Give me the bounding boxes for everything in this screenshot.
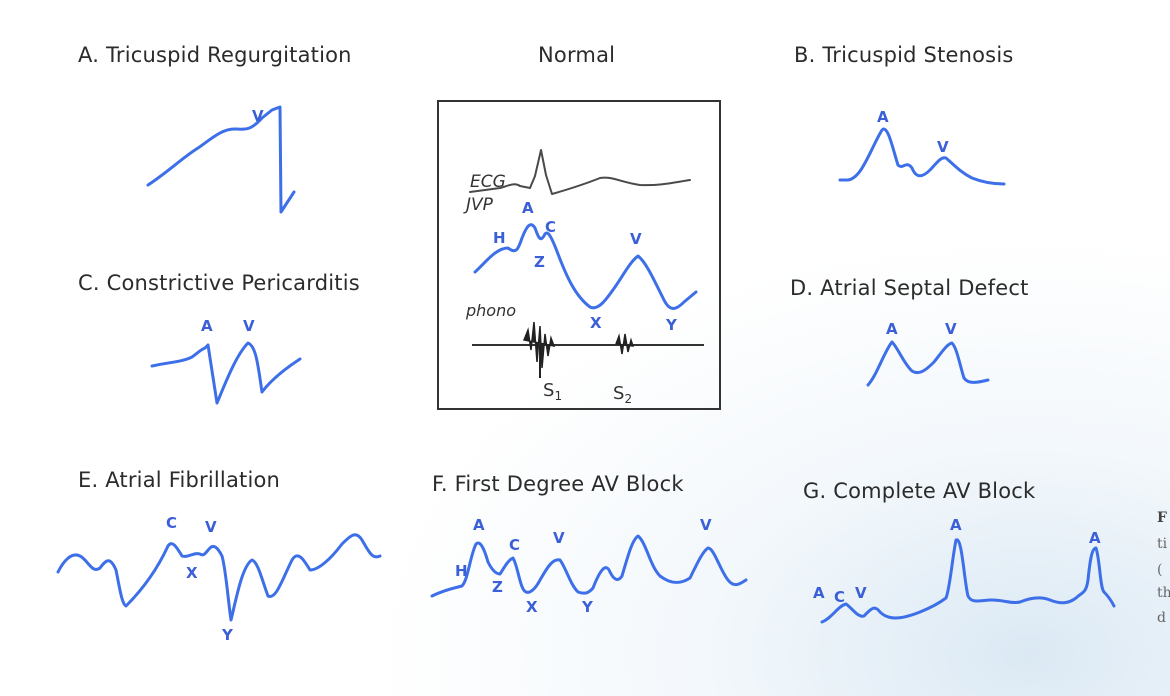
s1-label: S1 <box>543 380 562 403</box>
first-degree-wave <box>430 534 748 598</box>
af-wave <box>56 533 382 622</box>
caption-fragment-2: ti <box>1157 536 1168 552</box>
normal-h-label: H <box>493 229 506 247</box>
normal-y-label: Y <box>665 316 678 334</box>
title-constrictive-pericarditis: C. Constrictive Pericarditis <box>78 271 360 295</box>
s2-label: S2 <box>613 383 632 406</box>
normal-z-label: Z <box>534 253 545 271</box>
normal-a-label: A <box>522 199 534 217</box>
af-c-label: C <box>166 514 177 532</box>
normal-c-label: C <box>545 218 556 236</box>
caption-fragment-5: d <box>1157 610 1166 626</box>
cp-v-label: V <box>243 317 255 335</box>
fd-y-label: Y <box>581 598 594 616</box>
title-tricuspid-regurgitation: A. Tricuspid Regurgitation <box>78 43 352 67</box>
cb-a2-label: A <box>950 516 962 534</box>
fd-h-label: H <box>455 562 468 580</box>
cb-a3-label: A <box>1089 529 1101 547</box>
ecg-label: ECG <box>470 172 506 192</box>
complete-block-wave <box>820 538 1116 624</box>
normal-panel-frame <box>437 100 721 410</box>
cb-c-label: C <box>834 588 845 606</box>
jvp-label: JVP <box>463 195 494 215</box>
normal-v-label: V <box>630 230 642 248</box>
title-normal: Normal <box>538 43 616 67</box>
title-first-degree-av-block: F. First Degree AV Block <box>432 472 684 496</box>
title-atrial-fibrillation: E. Atrial Fibrillation <box>78 468 281 492</box>
s2-sound-burst <box>614 333 635 355</box>
fd-a-label: A <box>473 516 485 534</box>
ecg-trace <box>469 149 691 195</box>
caption-fragment-3: ( <box>1157 562 1163 578</box>
title-complete-av-block: G. Complete AV Block <box>803 479 1036 503</box>
asd-v-label: V <box>945 320 957 338</box>
normal-jvp-wave <box>473 223 698 310</box>
caption-fragment-1: F <box>1157 510 1167 526</box>
caption-fragment-4: th <box>1157 585 1170 601</box>
cb-v-label: V <box>855 584 867 602</box>
cb-a1-label: A <box>813 584 825 602</box>
af-y-label: Y <box>221 626 234 644</box>
fd-c-label: C <box>509 536 520 554</box>
title-tricuspid-stenosis: B. Tricuspid Stenosis <box>794 43 1014 67</box>
fd-x-label: X <box>526 598 538 616</box>
fd-v1-label: V <box>553 529 565 547</box>
af-v-label: V <box>205 518 217 536</box>
title-atrial-septal-defect: D. Atrial Septal Defect <box>790 276 1029 300</box>
cp-a-label: A <box>201 317 213 335</box>
phono-label: phono <box>465 301 516 320</box>
asd-a-label: A <box>886 320 898 338</box>
af-x-label: X <box>186 564 198 582</box>
asd-wave <box>866 340 990 387</box>
ts-wave <box>838 127 1006 186</box>
ts-a-label: A <box>877 108 889 126</box>
tr-wave <box>146 105 296 214</box>
ts-v-label: V <box>937 138 949 156</box>
tr-v-label: V <box>252 107 264 125</box>
normal-x-label: X <box>590 314 602 332</box>
cp-wave <box>150 341 302 405</box>
fd-z-label: Z <box>492 578 503 596</box>
fd-v2-label: V <box>700 516 712 534</box>
